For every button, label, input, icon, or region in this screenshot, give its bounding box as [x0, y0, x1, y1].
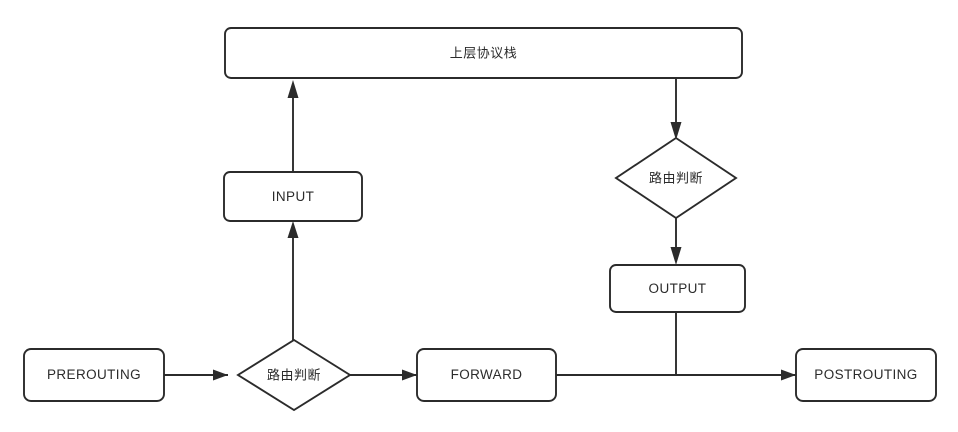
routing-decision-right-diamond[interactable] [614, 136, 738, 220]
nodes-layer: 上层协议栈 INPUT 路由判断 OUTPUT PREROUTING [23, 27, 937, 412]
prerouting-label: PREROUTING [47, 367, 141, 382]
input-label: INPUT [272, 189, 315, 204]
edge-routing-left-to-input [287, 221, 299, 340]
arrow-head-icon [287, 80, 299, 98]
edge-upper-stack-to-routing-right [670, 78, 682, 140]
arrow-head-icon [670, 122, 682, 140]
node-routing-decision-right[interactable]: 路由判断 [614, 136, 738, 220]
arrow-head-icon [402, 369, 417, 381]
forward-box[interactable] [416, 348, 557, 402]
edge-prerouting-to-routing-left [164, 369, 228, 381]
routing-decision-left-diamond[interactable] [236, 338, 352, 412]
arrow-head-icon [287, 221, 299, 238]
edge-routing-left-to-forward [350, 369, 417, 381]
node-output[interactable]: OUTPUT [609, 264, 746, 313]
postrouting-label: POSTROUTING [814, 367, 917, 382]
edge-input-to-upper-stack [287, 80, 299, 172]
edge-forward-to-postrouting [556, 369, 796, 381]
edges-layer [164, 78, 796, 381]
upper-protocol-stack-label: 上层协议栈 [450, 47, 518, 62]
postrouting-box[interactable] [795, 348, 937, 402]
output-box[interactable] [609, 264, 746, 313]
edge-routing-right-to-output [670, 218, 682, 265]
arrow-head-icon [213, 369, 228, 381]
routing-decision-left-label: 路由判断 [267, 368, 321, 384]
node-postrouting[interactable]: POSTROUTING [795, 348, 937, 402]
node-routing-decision-left[interactable]: 路由判断 [236, 338, 352, 412]
routing-decision-right-label: 路由判断 [649, 171, 703, 187]
arrow-head-icon [781, 369, 796, 381]
node-forward[interactable]: FORWARD [416, 348, 557, 402]
prerouting-box[interactable] [23, 348, 165, 402]
forward-label: FORWARD [451, 367, 523, 382]
output-label: OUTPUT [649, 281, 707, 296]
input-box[interactable] [223, 171, 363, 222]
node-prerouting[interactable]: PREROUTING [23, 348, 165, 402]
arrow-head-icon [670, 247, 682, 265]
node-upper-protocol-stack[interactable]: 上层协议栈 [224, 27, 743, 79]
node-input[interactable]: INPUT [223, 171, 363, 222]
upper-protocol-stack-box[interactable] [224, 27, 743, 79]
